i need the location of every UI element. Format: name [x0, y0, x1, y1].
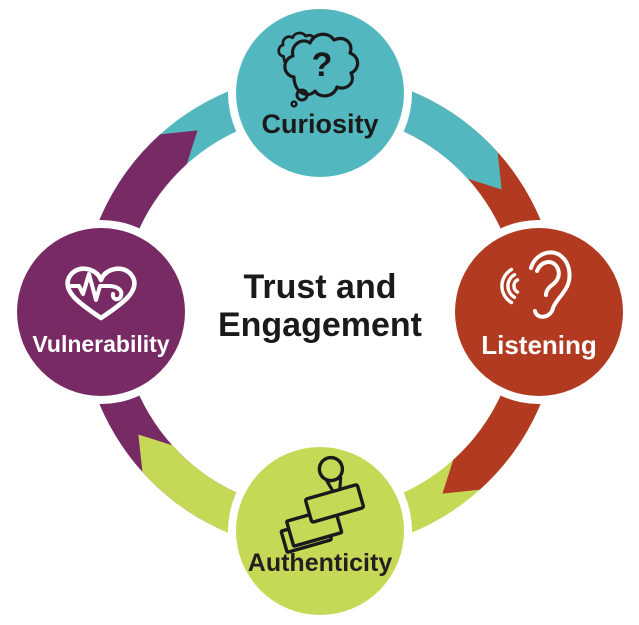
center-title-line1: Trust and [243, 268, 396, 306]
sound-wave-small [512, 278, 520, 294]
node-listening: Listening [447, 220, 631, 404]
node-circle [17, 228, 185, 396]
node-label: Authenticity [248, 549, 393, 577]
sound-wave-medium [506, 273, 517, 299]
center-title-line2: Engagement [218, 306, 422, 344]
node-label: Listening [481, 330, 597, 360]
node-circle [455, 228, 623, 396]
thought-bubble-question-icon: ? [277, 31, 360, 108]
ear-outer-outline [529, 250, 572, 319]
node-vulnerability: Vulnerability [9, 220, 193, 404]
cloud-front-outline [283, 32, 360, 98]
thought-tail-bubble [295, 88, 309, 102]
heart-pulse-icon [65, 266, 137, 321]
pulse-line [66, 272, 124, 302]
ear-sound-waves-icon [500, 250, 572, 319]
sound-wave-large [500, 267, 514, 305]
stamp-body [304, 483, 365, 524]
stamp-knob [317, 455, 345, 483]
node-label: Curiosity [261, 109, 378, 139]
stamp-on-paper-icon [279, 455, 365, 554]
node-curiosity: ? Curiosity [228, 1, 412, 185]
heart-outline [65, 266, 137, 321]
node-authenticity: Authenticity [228, 439, 412, 623]
ear-inner-outline [535, 260, 561, 297]
thought-tail-dot [290, 100, 298, 108]
question-mark-glyph: ? [312, 46, 333, 84]
node-label: Vulnerability [32, 331, 169, 357]
